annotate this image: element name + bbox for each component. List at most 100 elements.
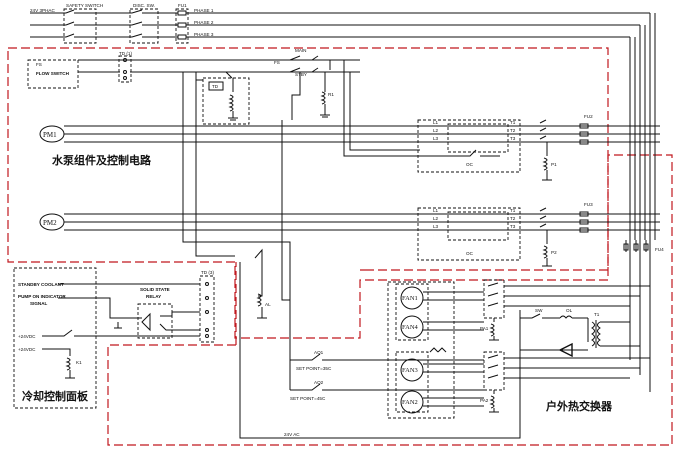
p1-label: P1 [551, 162, 557, 167]
t3-label: T3 [510, 136, 516, 141]
l3-label-2: L3 [433, 224, 439, 229]
t1-label: T1 [510, 120, 516, 125]
k1-coil [65, 357, 75, 379]
t1-label-2: T1 [510, 208, 516, 213]
pa-coils [489, 318, 499, 413]
fan-ground [429, 347, 447, 353]
vac-label: 24V AC [284, 432, 300, 437]
outdoor-exchanger: FAN1 FAN4 FAN3 FAN2 PA1 PA2 SW OL T1 户外热… [387, 279, 650, 419]
r1-coil [320, 72, 330, 118]
pa2-stack [483, 351, 505, 391]
fan-pair-bottom [395, 351, 429, 413]
contactor1-box [417, 119, 521, 173]
oc1-label: OC [466, 162, 474, 167]
supply-label: 24V 3PHAC [30, 8, 55, 13]
fan2-label: FAN2 [402, 399, 418, 406]
contactor2-inner [447, 211, 509, 241]
l1-label: L1 [433, 120, 439, 125]
stby-label: STBY [295, 72, 307, 77]
ol-label: OL [566, 308, 573, 313]
fu2-label: FU2 [584, 114, 593, 119]
pm2-phase-wires [64, 213, 660, 231]
control-wires-top [78, 59, 360, 73]
fan2-circle [400, 390, 424, 414]
l2-label: L2 [433, 128, 439, 133]
td-relay-box [202, 77, 250, 125]
td-feed [195, 71, 233, 81]
fu4-fuses [623, 240, 649, 252]
fan4-circle [400, 315, 424, 339]
pump-assembly-boundary [7, 47, 609, 339]
main-label: MAIN [295, 48, 306, 53]
set-point-2-label: SET POINT=45C [290, 396, 326, 401]
td1-label: TD (1) [119, 51, 132, 56]
t2-label-2: T2 [510, 216, 516, 221]
oc1-contact [420, 149, 500, 157]
fan1-circle [400, 286, 424, 310]
fs2-label: FS [274, 60, 280, 65]
pa1-label: PA1 [480, 326, 489, 331]
cooling-control-panel: STANDBY COOLANT PUMP ON INDICATOR SIGNAL… [13, 267, 200, 409]
control-panel-box [13, 267, 97, 409]
fu1-fuses [177, 10, 187, 40]
fs-label: FS [36, 62, 42, 67]
flow-switch-box [27, 59, 79, 89]
ssr-label: SOLID STATE [140, 287, 170, 292]
td1-terminals [118, 55, 132, 83]
pump-section: PM1 PM2 水泵组件及控制电路 L1 L2 L3 T1 T2 T3 OC L… [39, 114, 664, 267]
t3-label-2: T3 [510, 224, 516, 229]
pa-supply-wires [504, 285, 650, 379]
main-stby-switch [289, 55, 331, 73]
al-relay [239, 248, 267, 319]
ssr-internals [114, 311, 200, 332]
sw-label: SW [535, 308, 543, 313]
overload-contacts [539, 119, 547, 228]
pa-contacts [487, 282, 499, 379]
signal-wires [58, 283, 200, 319]
aq-wires [289, 300, 484, 391]
vac-return-wire [239, 262, 521, 439]
l1-label-2: L1 [433, 208, 439, 213]
diode-symbol [558, 342, 573, 358]
td3-terminals [199, 275, 215, 343]
set-point-1-label: SET POINT=35C [296, 366, 332, 371]
phase1-label: PHASE 1 [194, 8, 214, 13]
safety-switch-box [63, 8, 97, 44]
pump-on-indicator-label: PUMP ON INDICATOR [18, 294, 66, 299]
control-verticals [182, 72, 291, 301]
p2-label: P2 [551, 250, 557, 255]
fan3-label: FAN3 [402, 367, 418, 374]
ssr-box [137, 303, 173, 339]
aq2-label: AQ2 [314, 380, 324, 385]
outdoor-exchanger-boundary [107, 154, 673, 446]
pa1-stack [483, 279, 505, 319]
outdoor-exchanger-title: 户外热交换器 [546, 399, 613, 413]
thermostats: AQ1 SET POINT=35C AQ2 SET POINT=45C [289, 300, 484, 401]
pa2-label: PA2 [480, 398, 489, 403]
v24dc-1-label: +24VDC [18, 334, 36, 339]
flow-switch-section: FS FLOW SWITCH TD (1) TD MAIN STBY FS R1 [27, 48, 420, 157]
fan4-label: FAN4 [402, 324, 419, 331]
contactor2-box [417, 207, 521, 261]
pm1-phase-wires [64, 125, 660, 143]
disc-sw-label: DISC. SW. [133, 3, 155, 8]
solid-state-relay: SOLID STATE RELAY TD (3) [114, 270, 215, 343]
t2-label: T2 [510, 128, 516, 133]
switch-contacts [65, 9, 143, 38]
k1-label: K1 [76, 360, 82, 365]
t1-secondary [600, 321, 640, 347]
td-coil [228, 78, 238, 121]
pm1-label: PM1 [43, 131, 57, 139]
standby-coolant-label: STANDBY COOLANT [18, 282, 64, 287]
pump-assembly-title: 水泵组件及控制电路 [52, 153, 152, 167]
td3-label: TD (3) [201, 270, 214, 275]
fu4-label: FU4 [655, 247, 664, 252]
fu1-top-label: FU1 [178, 3, 187, 8]
fu2-fu3-fuses [579, 123, 589, 233]
dc-supply-wires [42, 329, 200, 356]
disc-switch-box [129, 8, 159, 44]
fan-pair-top [395, 283, 429, 341]
pm2-label: PM2 [43, 219, 57, 227]
